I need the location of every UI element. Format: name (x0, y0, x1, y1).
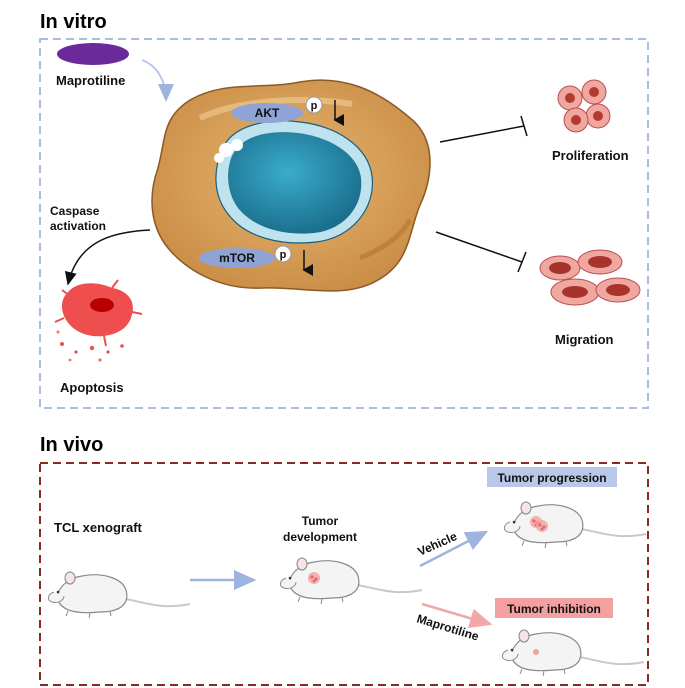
akt-label: AKT (255, 106, 280, 120)
apoptotic-cell (54, 279, 143, 362)
developed-tumor-mouse (279, 557, 423, 605)
tumor-progression-label: Tumor progression (497, 471, 606, 485)
vehicle-arrow (419, 530, 489, 568)
maprotiline-treated-mouse (501, 629, 645, 677)
maprotiline-label: Maprotiline (56, 73, 125, 88)
proliferation-inhibition (439, 115, 528, 143)
drug-entry-arrow (141, 59, 174, 102)
mtor-phospho-label: p (280, 249, 287, 261)
apoptosis-label: Apoptosis (60, 380, 124, 395)
proliferating-cells (557, 79, 611, 133)
akt-phospho-marker (305, 96, 323, 114)
mtor-phospho-marker (274, 245, 292, 263)
xenograft-label: TCL xenograft (54, 520, 143, 535)
in-vitro-frame (39, 38, 649, 409)
in-vivo-title: In vivo (40, 434, 103, 456)
tumor-inhibition-label: Tumor inhibition (507, 602, 601, 616)
caspase-arrow (64, 229, 151, 286)
tumor-progression-badge (487, 467, 617, 487)
in-vitro-title: In vitro (40, 11, 107, 33)
development-label-line2: development (283, 530, 357, 544)
vehicle-treated-mouse (503, 501, 647, 549)
migration-label: Migration (555, 332, 614, 347)
migrating-cells (539, 249, 641, 306)
maprotiline-pill (57, 43, 129, 65)
akt-pill (231, 103, 303, 123)
migration-inhibition (435, 231, 527, 273)
tumor-inhibition-badge (495, 598, 613, 618)
nucleus (214, 120, 374, 244)
caspase-label-line2: activation (50, 219, 106, 233)
vehicle-label: Vehicle (416, 529, 460, 559)
maprotiline-treatment-label: Maprotiline (415, 611, 481, 643)
mtor-label: mTOR (219, 251, 255, 265)
mtor-pill (199, 248, 275, 268)
proliferation-label: Proliferation (552, 148, 629, 163)
development-label-line1: Tumor (302, 514, 339, 528)
maprotiline-arrow (421, 602, 493, 628)
xenograft-mouse (47, 571, 191, 619)
in-vivo-frame (39, 462, 649, 686)
akt-phospho-label: p (311, 100, 318, 112)
caspase-label-line1: Caspase (50, 204, 100, 218)
